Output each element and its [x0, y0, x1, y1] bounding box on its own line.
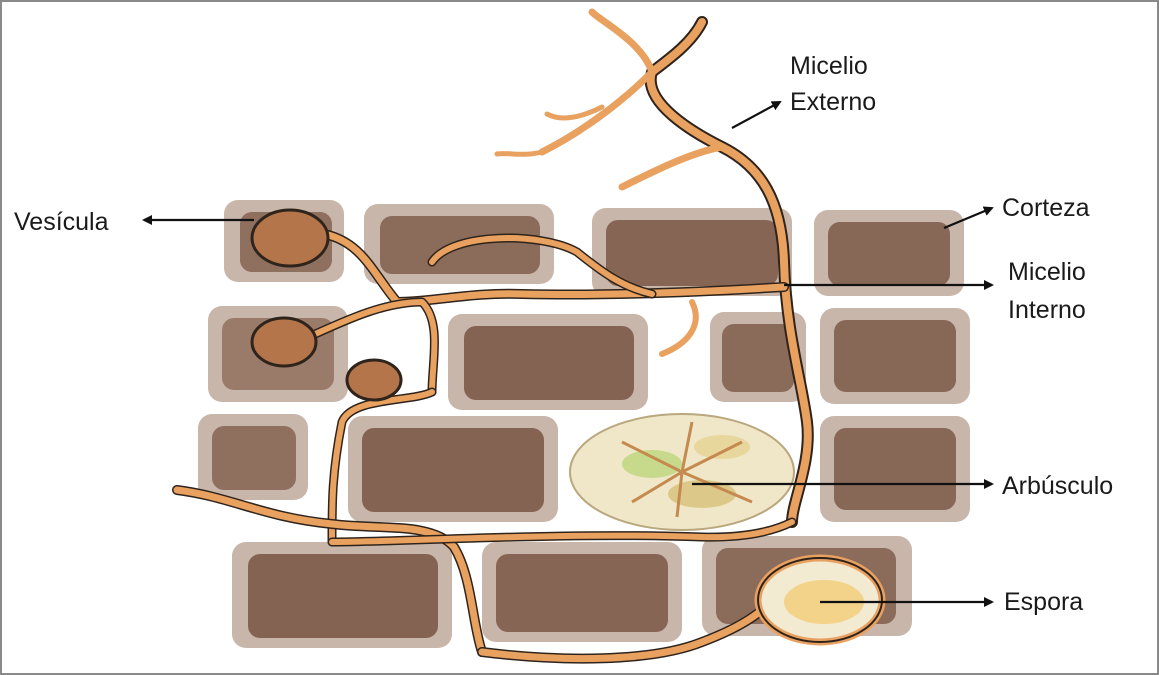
cortex-cell — [820, 416, 970, 522]
cortex-cell — [482, 542, 682, 642]
cortex-cell — [198, 414, 308, 500]
vesicle — [252, 318, 316, 366]
label-micelio-interno-line1: Micelio — [1008, 258, 1086, 286]
label-corteza: Corteza — [1002, 194, 1090, 222]
cortex-cell — [820, 308, 970, 404]
label-micelio-interno-line2: Interno — [1008, 296, 1086, 324]
vesicle — [347, 360, 401, 400]
arrow-micelio-externo — [732, 102, 780, 128]
label-micelio-externo-line1: Micelio — [790, 52, 868, 80]
label-vesicula: Vesícula — [14, 208, 109, 236]
cortex-cell — [232, 542, 452, 648]
label-arbusculo: Arbúsculo — [1002, 472, 1113, 500]
cortex-cell — [448, 314, 648, 410]
label-espora: Espora — [1004, 588, 1083, 616]
vesicle — [252, 210, 328, 266]
cortex-cell — [348, 416, 558, 522]
spore — [758, 558, 882, 642]
cortex-cell — [814, 210, 964, 296]
label-micelio-externo-line2: Externo — [790, 88, 876, 116]
arbuscule — [570, 414, 794, 530]
